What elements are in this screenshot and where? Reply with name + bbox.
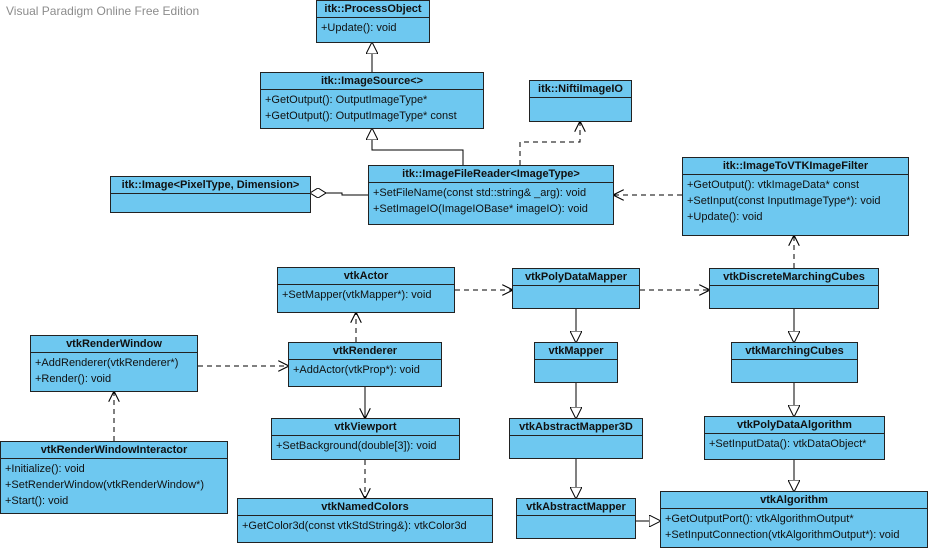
class-name: vtkMapper [535,343,617,360]
class-name: itk::ProcessObject [317,1,429,18]
class-name: itk::ImageSource<> [261,73,483,90]
class-operation: +GetOutputPort(): vtkAlgorithmOutput* [665,513,854,525]
class-vtkmapper[interactable]: vtkMapper [534,342,618,383]
class-operation: +AddActor(vtkProp*): void [293,364,420,376]
class-operation: +GetColor3d(const vtkStdString&): vtkCol… [242,520,467,532]
class-vtknamedcolors[interactable]: vtkNamedColors +GetColor3d(const vtkStdS… [237,498,493,543]
class-operation: +AddRenderer(vtkRenderer*) [35,357,179,369]
class-name: vtkMarchingCubes [732,343,857,360]
class-vtkabstractmapper[interactable]: vtkAbstractMapper [516,498,636,539]
class-operation: +SetFileName(const std::string& _arg): v… [373,187,587,199]
class-name: itk::Image<PixelType, Dimension> [111,177,310,194]
class-itk-image[interactable]: itk::Image<PixelType, Dimension> [110,176,311,213]
class-name: itk::NiftiImageIO [530,81,631,98]
class-itk-processobject[interactable]: itk::ProcessObject +Update(): void [316,0,430,43]
class-name: vtkRenderer [289,343,441,360]
class-vtkviewport[interactable]: vtkViewport +SetBackground(double[3]): v… [271,418,460,460]
edge-reader-imagesource [372,129,464,165]
class-name: vtkRenderWindowInteractor [1,442,227,459]
class-vtkdiscretemarchingcubes[interactable]: vtkDiscreteMarchingCubes [709,268,879,309]
class-operation: +Update(): void [321,22,397,34]
class-vtkalgorithm[interactable]: vtkAlgorithm +GetOutputPort(): vtkAlgori… [660,491,928,548]
edge-reader-niftiio [519,122,580,165]
class-itk-niftiimageio[interactable]: itk::NiftiImageIO [529,80,632,122]
edge-image-reader-aggregation [311,193,368,195]
class-vtkmarchingcubes[interactable]: vtkMarchingCubes [731,342,858,383]
class-itk-imagesource[interactable]: itk::ImageSource<> +GetOutput(): OutputI… [260,72,484,129]
class-vtkactor[interactable]: vtkActor +SetMapper(vtkMapper*): void [277,267,455,313]
class-operation: +SetInputConnection(vtkAlgorithmOutput*)… [665,529,900,541]
class-vtkrenderwindow[interactable]: vtkRenderWindow +AddRenderer(vtkRenderer… [30,335,198,392]
class-vtkrenderer[interactable]: vtkRenderer +AddActor(vtkProp*): void [288,342,442,387]
class-operation: +GetOutput(): vtkImageData* const [687,179,860,191]
class-operation: +SetRenderWindow(vtkRenderWindow*) [5,479,204,491]
class-operation: +SetImageIO(ImageIOBase* imageIO): void [373,203,588,215]
class-name: vtkAbstractMapper [517,499,635,516]
class-itk-imagetovtkimagefilter[interactable]: itk::ImageToVTKImageFilter +GetOutput():… [682,157,909,236]
class-name: vtkAlgorithm [661,492,927,509]
class-name: vtkNamedColors [238,499,492,516]
class-operation: +Render(): void [35,373,112,385]
class-name: vtkRenderWindow [31,336,197,353]
class-operation: +SetInput(const InputImageType*): void [687,195,881,207]
class-operation: +Initialize(): void [5,463,85,475]
class-name: vtkViewport [272,419,459,436]
class-vtkpolydataalgorithm[interactable]: vtkPolyDataAlgorithm +SetInputData(): vt… [704,416,885,460]
class-operation: +SetBackground(double[3]): void [276,440,437,452]
class-operation: +SetInputData(): vtkDataObject* [709,438,867,450]
class-name: vtkPolyDataMapper [513,269,639,286]
class-operation: +SetMapper(vtkMapper*): void [282,289,432,301]
class-name: vtkActor [278,268,454,285]
class-name: itk::ImageToVTKImageFilter [683,158,908,175]
class-vtkpolydatamapper[interactable]: vtkPolyDataMapper [512,268,640,309]
class-operation: +Start(): void [5,495,69,507]
class-operation: +GetOutput(): OutputImageType* [265,94,428,106]
class-operation: +GetOutput(): OutputImageType* const [265,110,457,122]
class-name: vtkPolyDataAlgorithm [705,417,884,434]
watermark: Visual Paradigm Online Free Edition [6,4,200,18]
class-vtkabstractmapper3d[interactable]: vtkAbstractMapper3D [509,418,643,459]
class-operation: +Update(): void [687,211,763,223]
class-name: itk::ImageFileReader<ImageType> [369,166,613,183]
class-itk-imagefilereader[interactable]: itk::ImageFileReader<ImageType> +SetFile… [368,165,614,225]
class-name: vtkAbstractMapper3D [510,419,642,436]
class-vtkrenderwindowinteractor[interactable]: vtkRenderWindowInteractor +Initialize():… [0,441,228,514]
class-name: vtkDiscreteMarchingCubes [710,269,878,286]
